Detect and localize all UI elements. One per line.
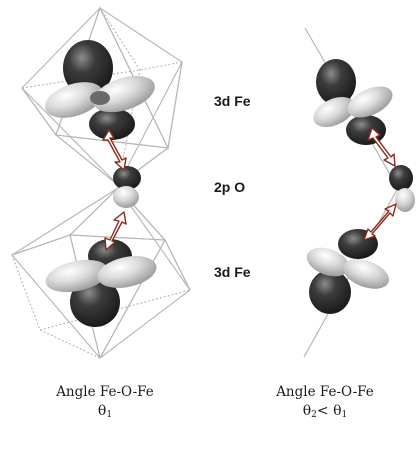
right-lower-double-arrow-icon — [364, 204, 396, 240]
left-caption-angle: θ1 — [20, 402, 190, 425]
fe-top-label: 3d Fe — [214, 93, 251, 109]
left-caption: Angle Fe-O-Fe θ1 — [20, 383, 190, 425]
right-caption-title: Angle Fe-O-Fe — [240, 383, 410, 402]
right-lower-d-orbital-icon — [303, 229, 393, 314]
right-panel — [303, 28, 415, 357]
left-caption-title: Angle Fe-O-Fe — [20, 383, 190, 402]
fe-bottom-label: 3d Fe — [214, 264, 251, 280]
right-caption-angle: θ2< θ1 — [240, 402, 410, 425]
right-caption: Angle Fe-O-Fe θ2< θ1 — [240, 383, 410, 425]
left-panel — [12, 8, 190, 358]
o-mid-label: 2p O — [214, 179, 245, 195]
right-upper-d-orbital-icon — [309, 59, 398, 145]
o-2p-orbital-icon — [113, 166, 141, 208]
